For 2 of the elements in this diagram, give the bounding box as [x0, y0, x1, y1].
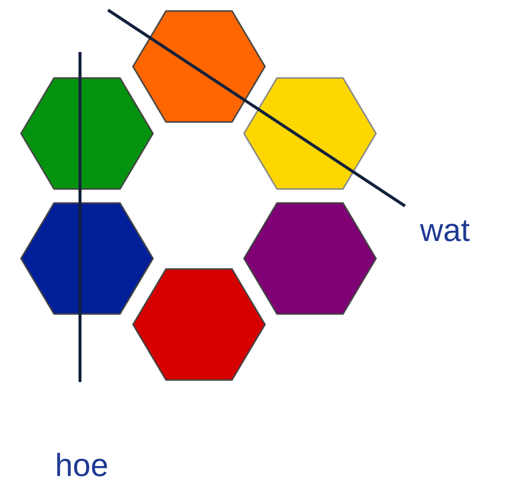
label-text: wat	[420, 214, 470, 246]
label-text: hoe	[55, 449, 108, 481]
